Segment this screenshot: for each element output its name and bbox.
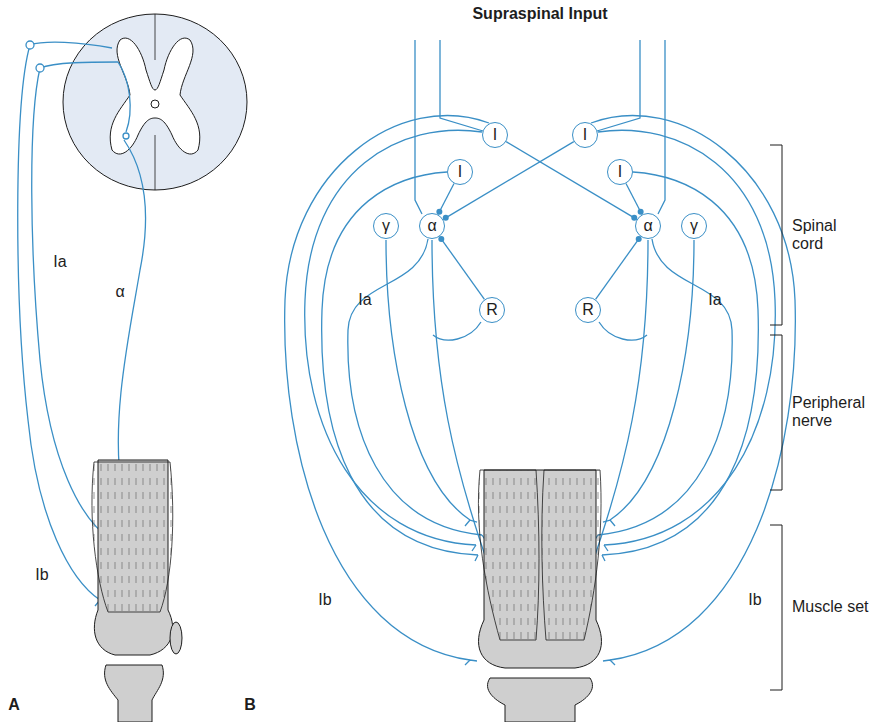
synaptic-connection — [596, 237, 641, 300]
neuron-label: I — [618, 164, 622, 180]
neuron-label: I — [458, 164, 462, 180]
spinal-cord-section — [63, 14, 247, 190]
synapse-dot — [438, 236, 444, 242]
panel-letter: A — [8, 696, 20, 714]
synaptic-connection — [440, 237, 485, 300]
neuron-label: I — [583, 127, 587, 143]
neuron-circle: α — [635, 213, 661, 239]
neuron-circle: I — [572, 122, 598, 148]
neuron-circle: α — [419, 213, 445, 239]
bracket-label: Muscle set — [792, 598, 870, 616]
fiber-label: Ib — [748, 591, 761, 609]
fiber-label: α — [115, 283, 124, 301]
knee-b — [478, 470, 601, 722]
neuron-circle: γ — [681, 213, 707, 239]
fiber-label: Ia — [708, 291, 721, 309]
neuron-label: R — [582, 302, 594, 318]
fiber-label: Ib — [318, 591, 331, 609]
neuron-label: α — [643, 218, 652, 234]
heading: Supraspinal Input — [472, 5, 607, 23]
neuron-circle: R — [575, 297, 601, 323]
brackets — [770, 145, 782, 690]
neuron-label: γ — [382, 218, 390, 234]
fiber-label: Ib — [35, 566, 48, 584]
nerve-fibers-b — [285, 40, 497, 665]
neuron-label: R — [486, 302, 498, 318]
knee-a — [92, 460, 182, 722]
neuron-label: I — [493, 127, 497, 143]
synaptic-connection — [506, 142, 637, 220]
neuron-label: γ — [690, 218, 698, 234]
neuron-circle: I — [447, 159, 473, 185]
bracket-label: Peripheral nerve — [792, 394, 870, 431]
neuron-circle: I — [607, 159, 633, 185]
neuron-circle: γ — [373, 213, 399, 239]
synaptic-connection — [443, 142, 574, 220]
fiber-label: Ia — [53, 253, 66, 271]
neuron-circle: I — [482, 122, 508, 148]
neuron-label: α — [427, 218, 436, 234]
panel-letter: B — [244, 696, 256, 714]
bracket-label: Spinal cord — [792, 217, 870, 254]
neuron-circle: R — [479, 297, 505, 323]
fiber-label: Ia — [358, 291, 371, 309]
